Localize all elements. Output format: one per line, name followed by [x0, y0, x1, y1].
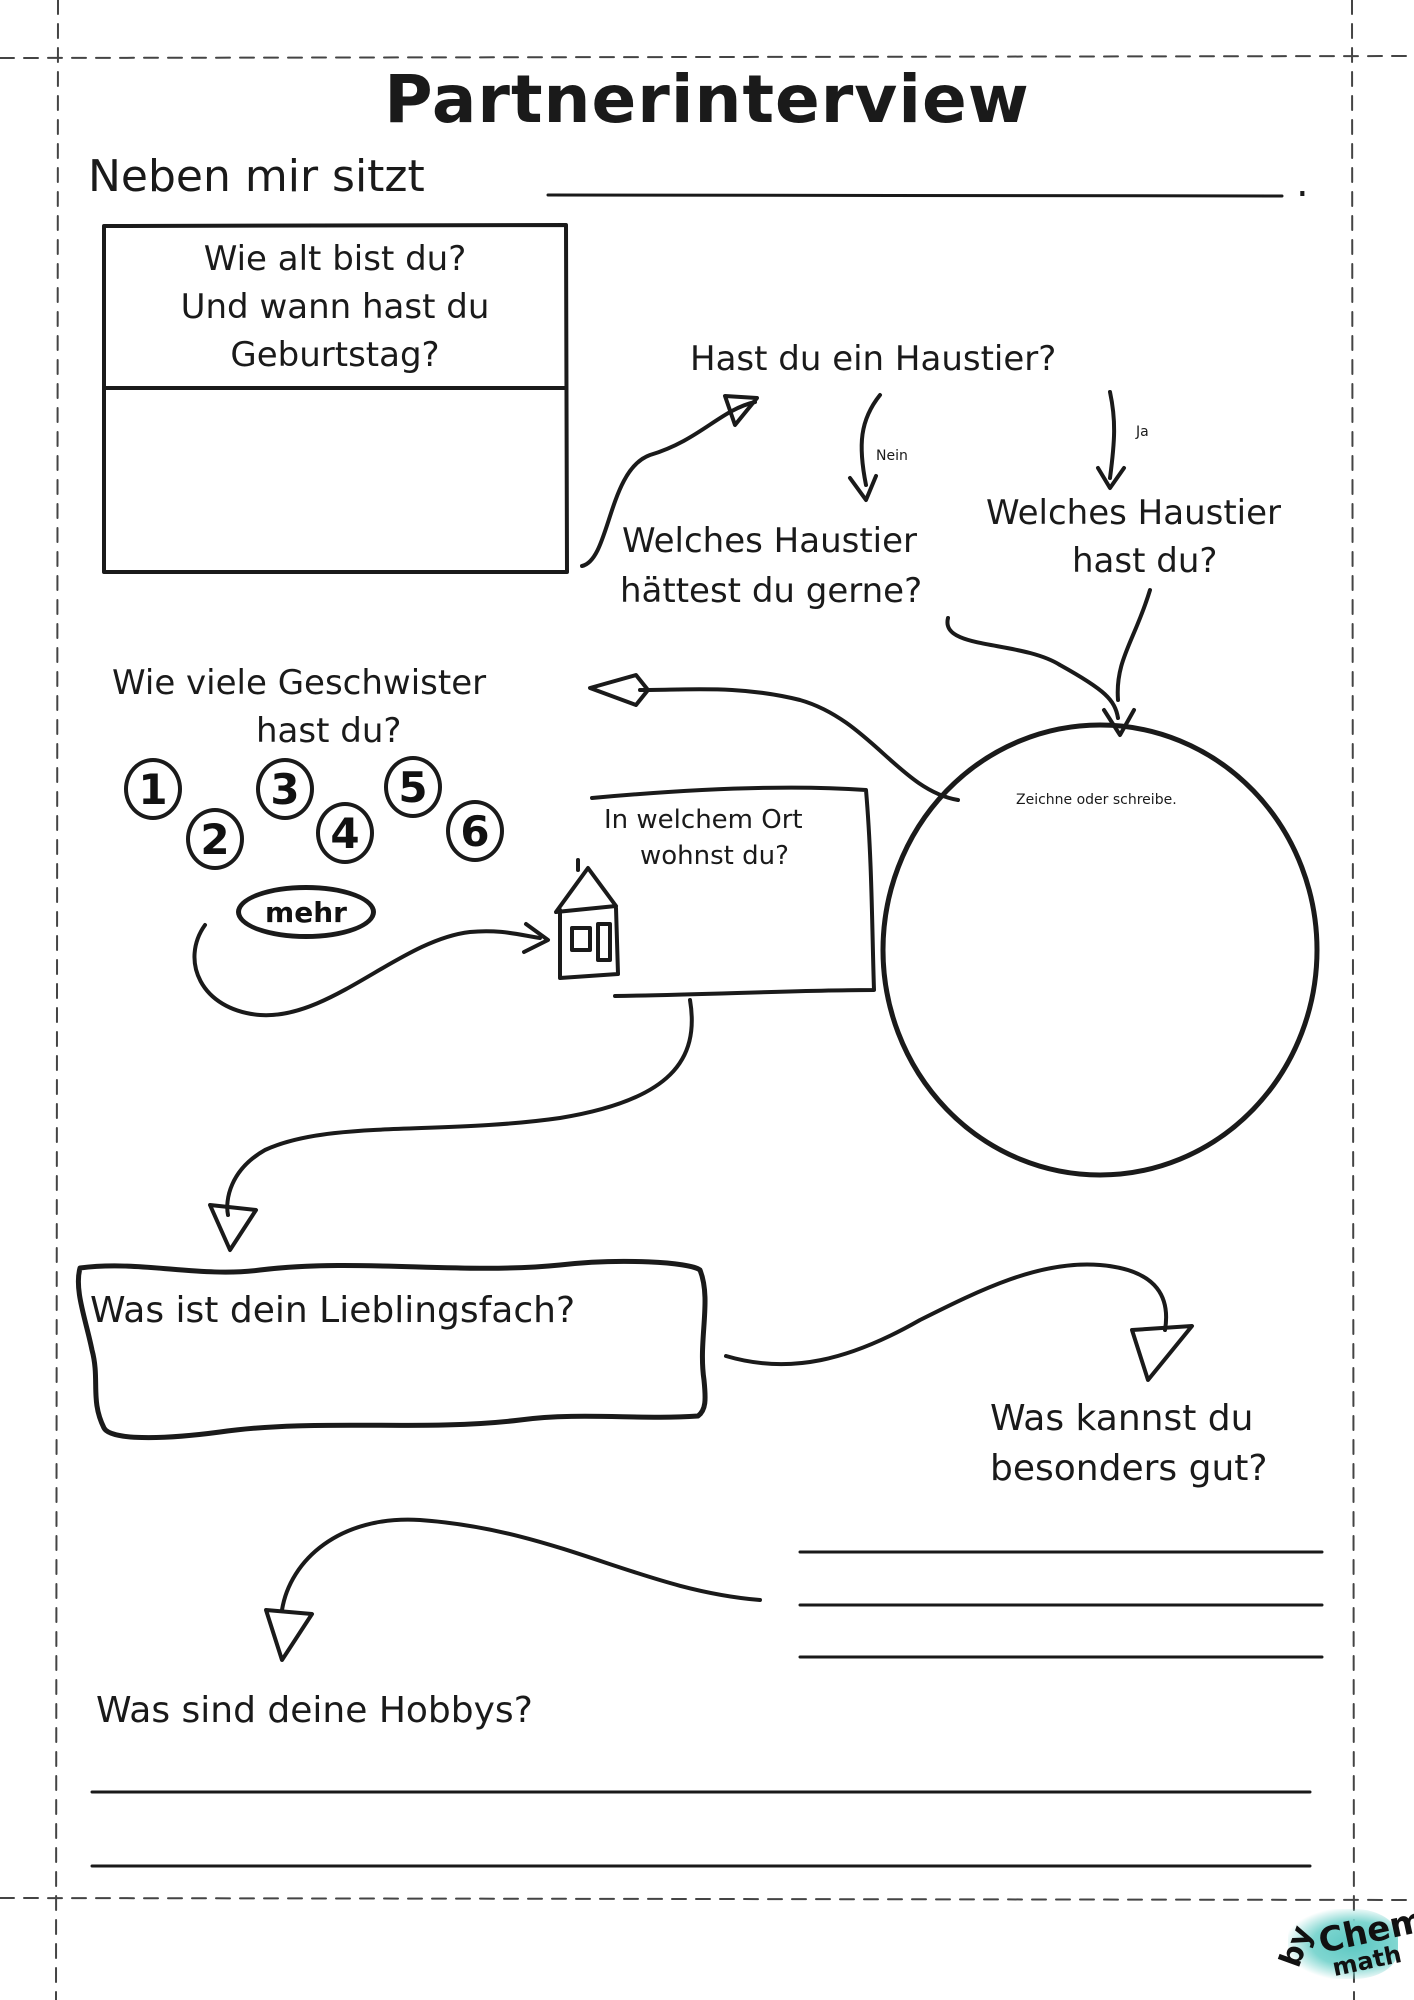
pet-no-followup-line2: hättest du gerne?: [620, 571, 923, 611]
intro-label: Neben mir sitzt: [88, 151, 425, 202]
age-question-line3: Geburtstag?: [230, 335, 440, 375]
page-title: Partnerinterview: [384, 61, 1030, 138]
age-answer-field[interactable]: [108, 392, 562, 568]
talent-answer-lines: [798, 1550, 1324, 1659]
logo-watercolor-blob: [1288, 1909, 1398, 1979]
draw-circle-area[interactable]: [920, 820, 1280, 1140]
town-question-line1: In welchem Ort: [604, 805, 803, 835]
pet-yes-label: Ja: [1136, 424, 1149, 440]
siblings-option-3[interactable]: 3: [256, 758, 314, 820]
talent-question-line2: besonders gut?: [990, 1448, 1268, 1489]
age-box: [102, 223, 569, 574]
age-question-line1: Wie alt bist du?: [203, 239, 467, 279]
pet-no-followup-line1: Welches Haustier: [622, 521, 918, 561]
town-question-line2: wohnst du?: [640, 841, 789, 871]
drawing-circle: [880, 722, 1320, 1178]
siblings-question-line1: Wie viele Geschwister: [112, 663, 487, 703]
pet-question: Hast du ein Haustier?: [690, 339, 1057, 379]
siblings-option-6[interactable]: 6: [446, 800, 504, 862]
siblings-option-5[interactable]: 5: [384, 756, 442, 818]
siblings-option-2[interactable]: 2: [186, 808, 244, 870]
arrow-ja-to-circle: [1115, 588, 1152, 702]
siblings-option-more[interactable]: mehr: [236, 885, 376, 939]
arrow-subject-to-talent: [724, 1262, 1169, 1367]
arrow-nein-to-circle: [945, 616, 1120, 720]
subject-answer-field[interactable]: [110, 1340, 690, 1410]
name-field[interactable]: [548, 150, 1282, 196]
age-question-line2: Und wann hast du: [180, 287, 490, 327]
talent-question-line1: Was kannst du: [990, 1398, 1254, 1439]
pet-yes-followup-line2: hast du?: [1072, 541, 1218, 581]
bychemmath-logo: by Chem math: [1270, 1895, 1414, 1995]
subject-question: Was ist dein Lieblingsfach?: [90, 1290, 576, 1331]
town-answer-field[interactable]: [630, 880, 860, 980]
hobbies-question: Was sind deine Hobbys?: [96, 1690, 533, 1731]
pet-yes-followup-line1: Welches Haustier: [986, 493, 1282, 533]
house-icon: [554, 858, 620, 980]
arrow-mehr-to-house: [192, 923, 542, 1018]
siblings-option-1[interactable]: 1: [124, 758, 182, 820]
arrow-ja: [1108, 390, 1117, 480]
town-sign: [590, 785, 876, 998]
intro-period: .: [1296, 160, 1309, 206]
pet-no-label: Nein: [876, 448, 908, 464]
arrow-town-to-subject: [225, 998, 694, 1217]
arrow-age-to-pet: [580, 400, 757, 568]
name-blank-line: [546, 193, 1284, 198]
arrow-nein: [859, 393, 882, 487]
siblings-question-line2: hast du?: [256, 711, 402, 751]
siblings-option-4[interactable]: 4: [316, 802, 374, 864]
subject-cloud: [75, 1258, 708, 1441]
draw-circle-label: Zeichne oder schreibe.: [1016, 792, 1177, 808]
arrow-talent-to-hobbies: [280, 1517, 762, 1612]
talent-answer-field[interactable]: [800, 1530, 1322, 1660]
hobbies-answer-lines: [90, 1790, 1312, 1868]
arrow-circle-to-siblings: [638, 687, 960, 802]
hobbies-answer-field[interactable]: [92, 1750, 1310, 1870]
